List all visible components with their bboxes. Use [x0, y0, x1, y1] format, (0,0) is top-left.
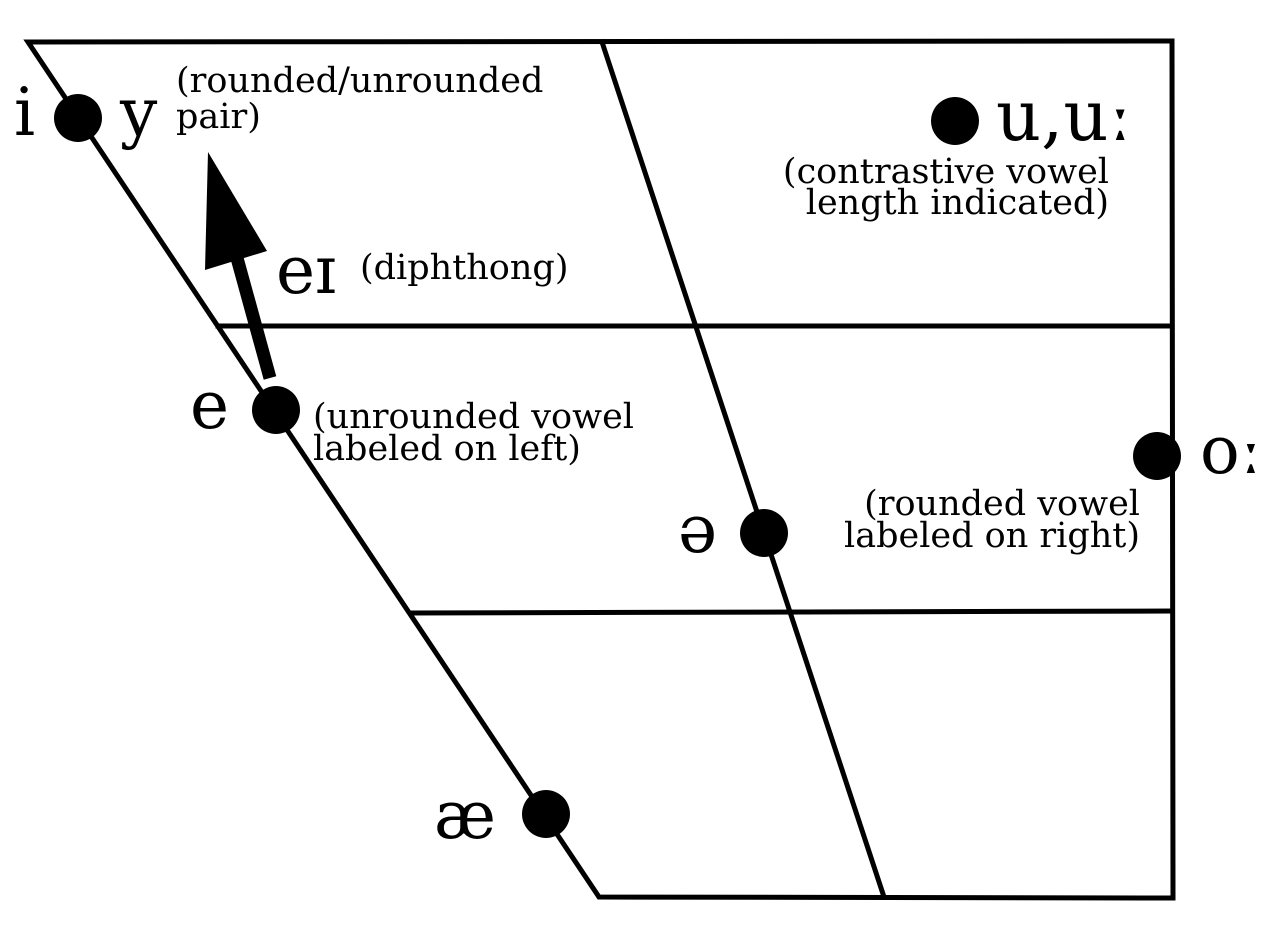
vowel-dot-schwa	[740, 509, 788, 557]
vowel-label-ae: æ	[434, 777, 496, 854]
note-length-line1: (contrastive vowel	[783, 152, 1109, 192]
open-mid-line	[408, 608, 1175, 616]
vowel-symbols: i y u,uː e eɪ ə oː æ	[14, 74, 1262, 854]
note-pair-line1: (rounded/unrounded	[176, 61, 543, 101]
vowel-label-u: u,uː	[996, 75, 1132, 157]
vowel-label-ei: eɪ	[276, 232, 336, 309]
arrow-head	[205, 152, 267, 270]
vowel-label-e: e	[190, 367, 229, 444]
note-unrounded-line2: labeled on left)	[313, 429, 581, 469]
annotations: (rounded/unrounded pair) (contrastive vo…	[176, 61, 1140, 556]
note-diphthong: (diphthong)	[360, 248, 568, 288]
central-column-line	[598, 38, 888, 901]
vowel-label-o: oː	[1200, 412, 1262, 489]
vowel-dot-o	[1133, 432, 1181, 480]
note-rounded-line1: (rounded vowel	[864, 484, 1140, 524]
chart-frame	[23, 38, 1176, 901]
vowel-label-y: y	[119, 74, 158, 151]
vowel-dot-ae	[522, 790, 570, 838]
vowel-dot-i-y	[54, 94, 102, 142]
vowel-dot-u	[931, 97, 979, 145]
vowel-dot-e	[252, 386, 300, 434]
diphthong-arrow	[205, 152, 277, 380]
vowel-label-schwa: ə	[678, 491, 717, 568]
note-rounded-line2: labeled on right)	[844, 516, 1140, 556]
vowel-label-i: i	[14, 74, 35, 151]
note-length-line2: length indicated)	[806, 183, 1109, 223]
vowel-points	[54, 94, 1181, 838]
note-pair-line2: pair)	[176, 97, 261, 137]
note-unrounded-line1: (unrounded vowel	[313, 397, 634, 437]
